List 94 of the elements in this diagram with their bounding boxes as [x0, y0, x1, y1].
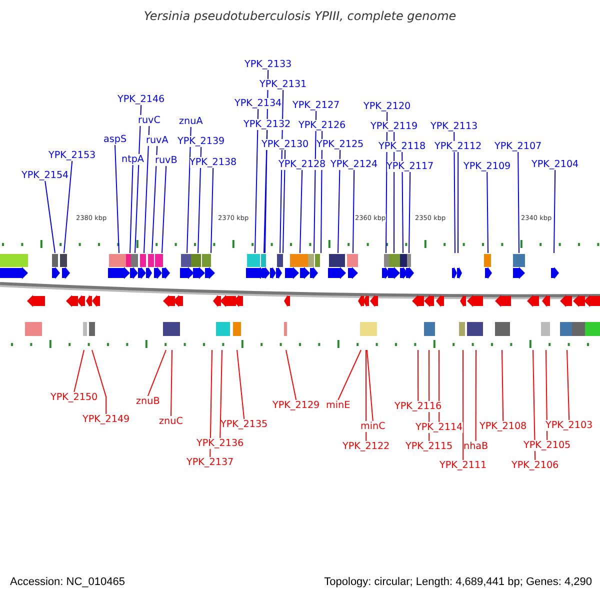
gene-label: YPK_2122	[342, 441, 390, 452]
leader-line	[532, 350, 536, 460]
leader-line	[518, 152, 520, 254]
leader-line	[186, 126, 192, 254]
gene-label: YPK_2130	[262, 139, 309, 150]
gene-label: YPK_2150	[50, 392, 98, 403]
leader-line	[220, 350, 222, 438]
leader-line	[546, 350, 548, 440]
gene-label: YPK_2118	[378, 141, 426, 152]
gene-label: YPK_2115	[406, 441, 453, 452]
leader-line	[44, 180, 56, 254]
gene-label: YPK_2131	[260, 79, 307, 90]
gene-label: YPK_2127	[292, 100, 340, 111]
leader-line	[134, 104, 142, 254]
gene-label: ntpA	[122, 154, 144, 165]
gene-label: YPK_2108	[480, 421, 527, 432]
leader-line	[338, 150, 341, 254]
leader-line	[566, 350, 570, 420]
gene-label: YPK_2136	[196, 438, 244, 449]
leader-line	[286, 350, 297, 400]
gene-label: minE	[326, 400, 350, 411]
leader-line	[114, 144, 120, 254]
gene-label: YPK_2106	[512, 460, 559, 471]
gene-label: ruvC	[138, 115, 160, 126]
gene-label: YPK_2146	[118, 94, 165, 105]
leader-line	[170, 350, 172, 416]
leader-line	[486, 172, 488, 254]
gene-label: minC	[360, 421, 386, 432]
leader-line	[282, 150, 286, 254]
gene-label: YPK_2114	[416, 422, 463, 433]
leader-line	[236, 350, 245, 420]
leader-line	[366, 350, 367, 442]
gene-label: YPK_2112	[434, 141, 482, 152]
gene-label: YPK_2111	[440, 460, 487, 471]
leader-line	[198, 146, 202, 254]
leader-line	[130, 164, 134, 254]
leader-line	[152, 146, 158, 254]
gene-label: YPK_2129	[272, 400, 320, 411]
leader-line	[64, 160, 73, 254]
gene-label: znuC	[159, 416, 183, 427]
gene-label: YPK_2120	[364, 101, 411, 112]
gene-label: YPK_2109	[464, 161, 511, 172]
leader-line	[338, 350, 362, 400]
leader-line	[408, 172, 411, 254]
leader-line	[462, 350, 464, 460]
gene-label: ruvB	[155, 155, 178, 166]
gene-label: YPK_2107	[494, 141, 542, 152]
leader-line	[210, 350, 212, 458]
gene-label: YPK_2104	[532, 159, 579, 170]
leader-line	[254, 108, 259, 254]
leader-line	[147, 350, 166, 396]
gene-label: znuA	[179, 116, 203, 127]
gene-label: YPK_2125	[316, 139, 364, 150]
accession-text: Accession: NC_010465	[10, 576, 125, 589]
gene-label: YPK_2117	[386, 161, 434, 172]
topology-text: Topology: circular; Length: 4,689,441 bp; Genes: 4,290	[324, 576, 592, 589]
gene-label: YPK_2119	[370, 121, 418, 132]
leader-line	[314, 110, 317, 254]
gene-label: YPK_2128	[278, 159, 326, 170]
leader-line	[418, 350, 419, 402]
leader-line	[502, 350, 504, 422]
leader-line	[454, 132, 456, 254]
leader-line	[475, 350, 476, 442]
leader-line	[144, 126, 150, 254]
gene-label: YPK_2137	[186, 457, 234, 468]
gene-label: YPK_2139	[178, 136, 225, 147]
gene-label: YPK_2154	[22, 170, 69, 181]
gene-label: ruvA	[146, 135, 168, 146]
leader-line	[402, 152, 404, 254]
gene-label: aspS	[104, 134, 127, 145]
leader-line	[300, 170, 303, 254]
leader-line	[554, 170, 556, 254]
gene-label: YPK_2149	[82, 414, 130, 425]
leader-line	[352, 170, 355, 254]
gene-label: znuB	[136, 396, 160, 407]
gene-label: YPK_2103	[546, 420, 593, 431]
gene-label: YPK_2116	[394, 401, 442, 412]
gene-label: YPK_2134	[234, 98, 282, 109]
gene-label: YPK_2126	[298, 120, 346, 131]
gene-label: nhaB	[464, 441, 488, 452]
leader-line	[162, 166, 167, 254]
gene-label: YPK_2153	[48, 150, 96, 161]
leader-line	[458, 152, 459, 254]
gene-label: YPK_2138	[190, 157, 237, 168]
gene-label: YPK_2105	[524, 440, 571, 451]
leader-line	[366, 350, 374, 422]
leader-line	[74, 350, 84, 392]
gene-label: YPK_2133	[244, 59, 292, 70]
gene-label: YPK_2113	[430, 121, 478, 132]
leader-line	[386, 112, 388, 254]
leader-line	[92, 350, 107, 414]
gene-label: YPK_2124	[330, 159, 378, 170]
leader-line	[210, 168, 214, 254]
gene-label: YPK_2132	[244, 119, 291, 130]
